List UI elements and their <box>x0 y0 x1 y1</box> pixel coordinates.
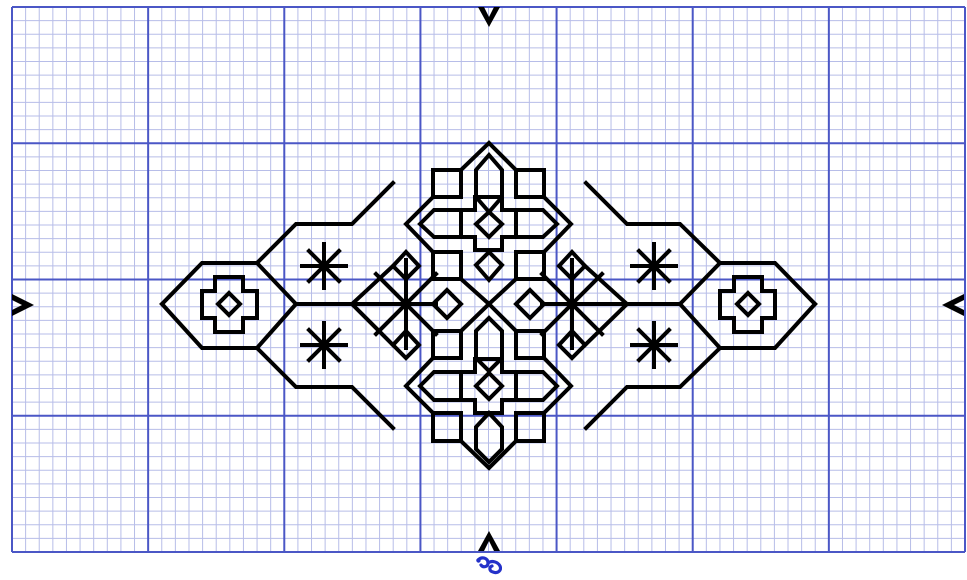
star-motif-bottom-left <box>302 323 346 367</box>
star-motif-top-right <box>632 244 676 288</box>
star-motif-bottom-right <box>632 323 676 367</box>
pattern-outline-bottom-right <box>586 304 815 428</box>
burst-motif-right <box>542 260 624 348</box>
fleuron-icon <box>474 554 506 580</box>
pattern-inner-right-edge <box>680 263 720 348</box>
chevron-right-icon <box>12 294 34 316</box>
left-diamond-motif <box>218 293 240 315</box>
pattern-inner-left-edge <box>257 263 296 348</box>
diamond-right-mid <box>516 290 544 318</box>
right-diamond-motif <box>737 293 759 315</box>
chevron-left-icon <box>942 294 964 316</box>
star-motif-top-left <box>302 244 346 288</box>
